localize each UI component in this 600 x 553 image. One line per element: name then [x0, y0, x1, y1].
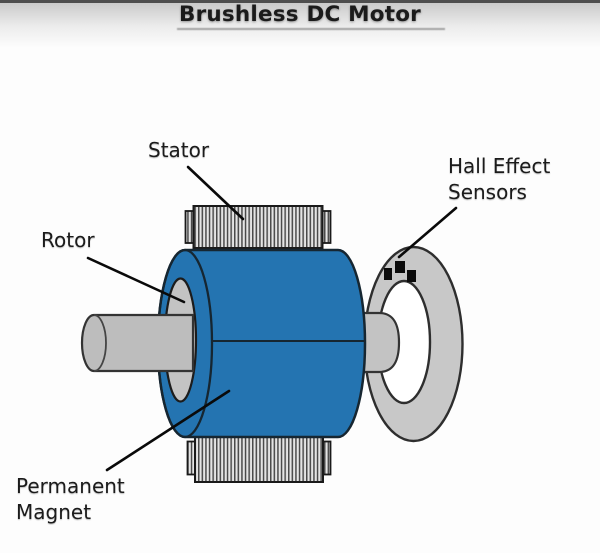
rotor-leader-line: [86, 256, 186, 304]
stator-bottom: [186, 434, 332, 483]
stator-top: [184, 205, 332, 249]
permanent-magnet-leader-line: [105, 389, 231, 472]
shaft-body: [80, 313, 195, 373]
leader-lines: [86, 165, 458, 472]
hall-sensor-chip: [384, 268, 392, 280]
shaft-end-cap-arc: [93, 314, 107, 372]
stator-bottom-core: [194, 434, 324, 483]
shaft-stub: [356, 311, 401, 374]
shaft: [80, 313, 195, 373]
rotor-label: Rotor: [41, 228, 95, 252]
title-underline: [177, 28, 445, 31]
page-title: Brushless DC Motor: [179, 2, 421, 27]
hall-sensor-chip: [407, 270, 416, 282]
hall-sensor-chip: [395, 261, 405, 273]
hall-effect-sensors-label: Hall Effect Sensors: [448, 154, 551, 204]
header-background: [0, 0, 600, 48]
permanent-magnet-label: Permanent Magnet: [16, 474, 125, 524]
hall-sensors-leader-line: [397, 206, 458, 259]
stator-top-core: [192, 205, 324, 249]
stator-label: Stator: [148, 138, 210, 162]
stator-leader-line: [186, 165, 245, 221]
sensor-ring: [363, 245, 464, 443]
hall-sensor-chips: [384, 261, 416, 282]
top-edge-bar: [0, 0, 600, 3]
